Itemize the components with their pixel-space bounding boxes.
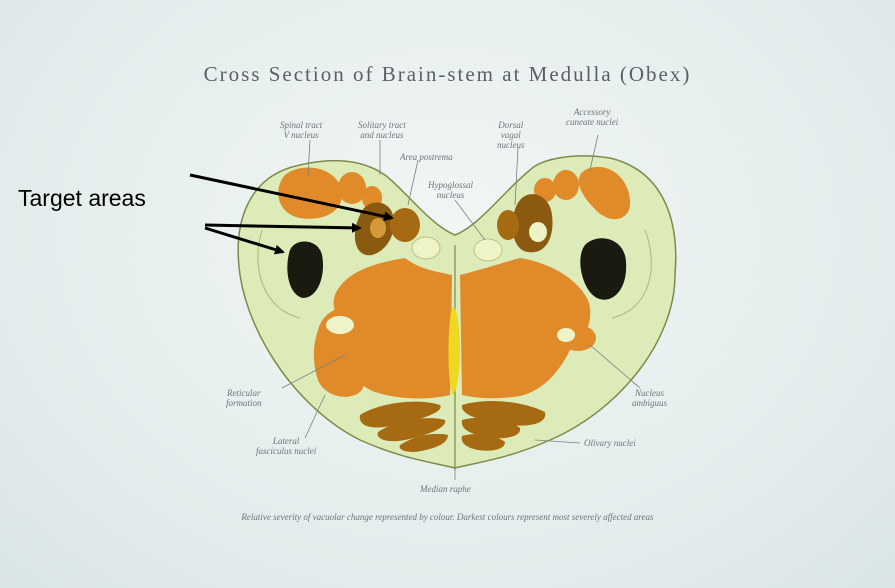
label-lateral-fasciculus: Lateral fasciculus nuclei	[256, 436, 316, 456]
diagram-title: Cross Section of Brain-stem at Medulla (…	[0, 62, 895, 87]
label-olivary-nuclei: Olivary nuclei	[584, 438, 636, 448]
nucleus-ambiguus-right-pale	[557, 328, 575, 342]
solitary-tract-right-core	[529, 222, 547, 242]
label-hypoglossal: Hypoglossal nucleus	[428, 180, 473, 200]
label-nucleus-ambiguus: Nucleus ambiguus	[632, 388, 667, 408]
spinal-tract-segment-left-1	[338, 172, 366, 204]
solitary-tract-left-core	[370, 218, 386, 238]
label-reticular-formation: Reticular formation	[226, 388, 262, 408]
target-areas-callout: Target areas	[18, 185, 146, 212]
label-area-postrema: Area postrema	[400, 152, 453, 162]
dorsal-vagal-nucleus-left	[390, 208, 420, 242]
label-accessory-cuneate: Accessory cuneate nuclei	[566, 107, 618, 127]
label-dorsal-vagal: Dorsal vagal nucleus	[497, 120, 525, 150]
dorsal-vagal-nucleus-right	[497, 210, 519, 240]
hypoglossal-nucleus-left	[412, 237, 440, 259]
label-spinal-tract: Spinal tract V nucleus	[280, 120, 322, 140]
hypoglossal-nucleus-right	[474, 239, 502, 261]
label-median-raphe: Median raphe	[420, 484, 471, 494]
figure-caption: Relative severity of vacuolar change rep…	[0, 512, 895, 522]
accessory-cuneate-right-2	[553, 170, 579, 200]
label-solitary-tract: Solitary tract and nucleus	[358, 120, 406, 140]
lateral-fasciculus-left-pale	[326, 316, 354, 334]
